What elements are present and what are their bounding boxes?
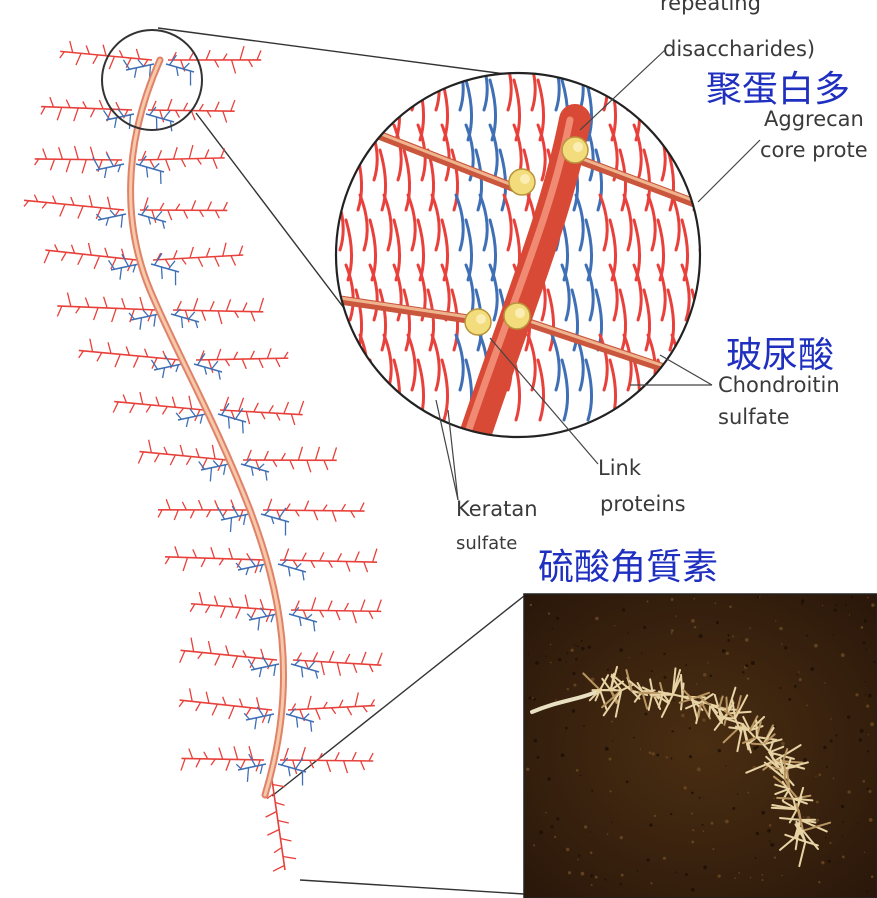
label-core-protein: core prote: [760, 135, 868, 165]
label-repeating: repeating: [660, 0, 761, 18]
label-link: Link: [598, 453, 641, 483]
label-keratan: Keratan: [456, 494, 538, 524]
afm-micrograph: [524, 594, 877, 898]
label-keratan-sulfate: sulfate: [456, 529, 517, 559]
aggrecan-side-chains: [24, 41, 382, 871]
annotation-aggrecan-cn: 聚蛋白多: [706, 70, 850, 110]
label-disaccharides: disaccharides): [663, 34, 815, 64]
side-chain-pair: [190, 592, 381, 631]
core-axis: [131, 60, 284, 795]
annotation-keratan-cn: 硫酸角質素: [538, 548, 718, 588]
label-chondroitin-sulfate: sulfate: [718, 402, 790, 432]
core-axis-highlight: [131, 60, 284, 795]
side-chain-pair: [24, 195, 227, 229]
label-proteins: proteins: [600, 489, 686, 519]
annotation-hyaluronic-cn: 玻尿酸: [726, 336, 834, 376]
side-chain-pair: [158, 499, 364, 536]
zoom-circle: [336, 55, 722, 450]
